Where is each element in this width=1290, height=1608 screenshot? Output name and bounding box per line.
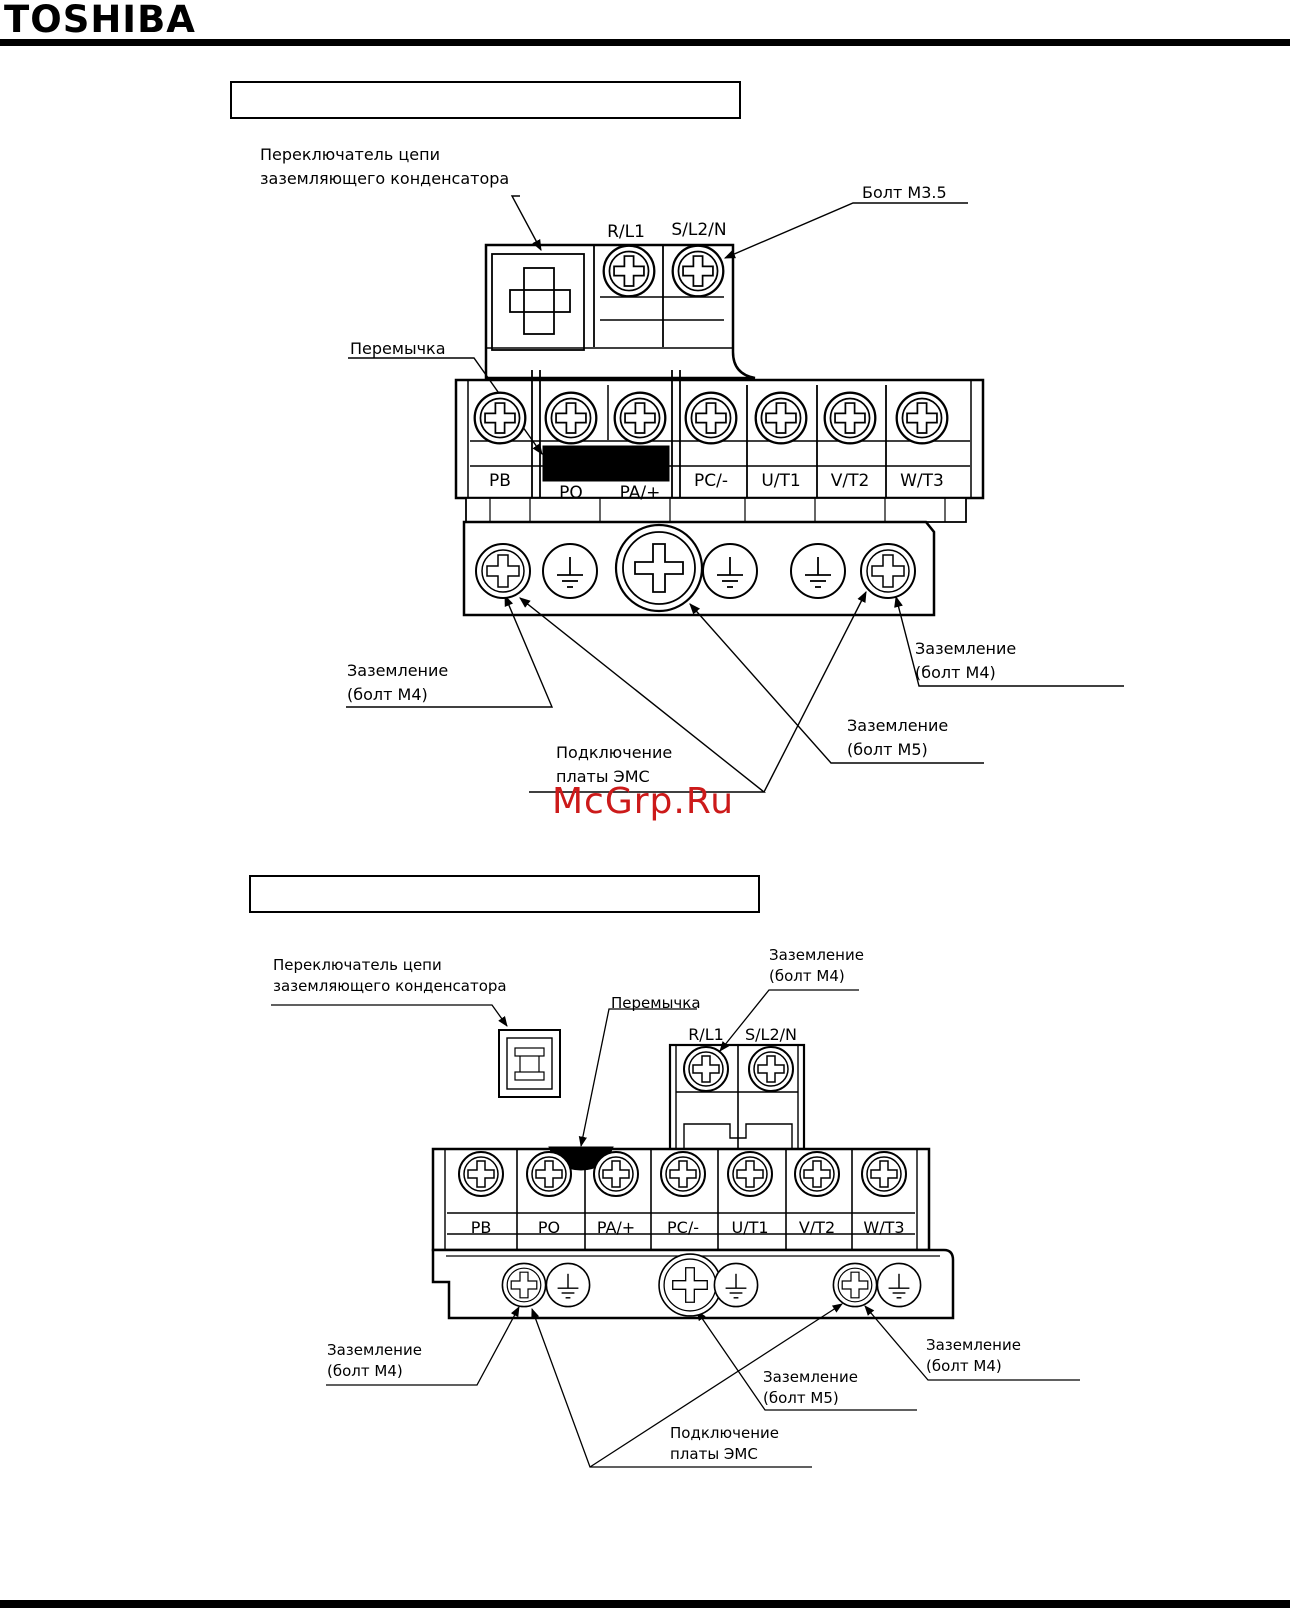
f2-terminal-w-t3: W/T3	[863, 1218, 904, 1237]
f2-output-screw-5	[727, 1151, 773, 1197]
f2-terminal-s-l2-n: S/L2/N	[745, 1025, 797, 1044]
f2-terminal-pb: PB	[471, 1218, 492, 1237]
f1-output-screw-4	[684, 391, 738, 445]
f2-output-screw-7	[861, 1151, 907, 1197]
f1-emc-line1: Подключение	[556, 743, 672, 762]
f1-terminal-w-t3: W/T3	[900, 471, 944, 491]
f1-ground-center-line2: (болт М5)	[847, 740, 928, 759]
f2-emc-line2: платы ЭМС	[670, 1445, 758, 1463]
f1-input-screw-2	[671, 244, 725, 298]
f2-output-screw-3	[593, 1151, 639, 1197]
f1-capacitor-switch-line1: Переключатель цепи	[260, 145, 440, 164]
ground-screw-m4-right	[860, 543, 916, 599]
ground-screw-m4-left	[475, 543, 531, 599]
f2-terminal-pc: PC/-	[667, 1218, 699, 1237]
f2-terminal-r-l1: R/L1	[688, 1025, 724, 1044]
f1-terminal-v-t2: V/T2	[831, 471, 870, 491]
f2-jumper-label: Перемычка	[611, 994, 701, 1012]
f2-terminal-v-t2: V/T2	[799, 1218, 835, 1237]
toshiba-logo: TOSHIBA	[4, 0, 196, 41]
f1-output-screw-1	[473, 391, 527, 445]
f2-emc-line1: Подключение	[670, 1424, 779, 1442]
ground-symbol-icon	[790, 543, 846, 599]
figure2-caption-box	[249, 875, 760, 913]
footer-rule	[0, 1600, 1290, 1608]
ground-symbol-icon	[542, 543, 598, 599]
f2-ground-left-line1: Заземление	[327, 1341, 422, 1359]
ground-screw-m5	[658, 1253, 722, 1317]
f1-ground-left-line1: Заземление	[347, 661, 448, 680]
f1-ground-right-line2: (болт М4)	[915, 663, 996, 682]
ground-symbol-icon	[545, 1262, 591, 1308]
f1-emc-line2: платы ЭМС	[556, 767, 650, 786]
ground-symbol-icon	[702, 543, 758, 599]
f1-capacitor-switch-line2: заземляющего конденсатора	[260, 169, 509, 188]
f1-output-screw-2	[544, 391, 598, 445]
f2-ground-center-line2: (болт М5)	[763, 1389, 839, 1407]
ground-screw-m4-right	[832, 1262, 878, 1308]
f2-output-screw-4	[660, 1151, 706, 1197]
f1-terminal-pb: PB	[489, 471, 511, 491]
f1-terminal-u-t1: U/T1	[761, 471, 800, 491]
figure2-ground-screws	[501, 1253, 922, 1317]
ground-screw-m5	[614, 523, 704, 613]
f2-input-screw-2	[748, 1046, 794, 1092]
ground-symbol-icon	[876, 1262, 922, 1308]
f1-input-screw-1	[602, 244, 656, 298]
f2-terminal-u-t1: U/T1	[731, 1218, 768, 1237]
f2-ground-center-line1: Заземление	[763, 1368, 858, 1386]
f2-ground-top-line2: (болт М4)	[769, 967, 845, 985]
f2-ground-left-line2: (болт М4)	[327, 1362, 403, 1380]
f1-output-screw-3	[613, 391, 667, 445]
f2-terminal-po: PO	[538, 1218, 560, 1237]
f2-capacitor-switch-line2: заземляющего конденсатора	[273, 977, 507, 995]
f1-ground-center-line1: Заземление	[847, 716, 948, 735]
f1-output-screw-7	[895, 391, 949, 445]
f1-output-screw-5	[754, 391, 808, 445]
f1-ground-right-line1: Заземление	[915, 639, 1016, 658]
header-rule	[0, 39, 1290, 46]
ground-screw-m4-left	[501, 1262, 547, 1308]
f2-terminal-pa: PA/+	[597, 1218, 635, 1237]
f1-jumper-label: Перемычка	[350, 339, 446, 358]
f1-output-screw-6	[823, 391, 877, 445]
f2-capacitor-switch-line1: Переключатель цепи	[273, 956, 442, 974]
f2-ground-top-line1: Заземление	[769, 946, 864, 964]
figure1-diagram	[346, 195, 1124, 793]
f1-terminal-pa: PA/+	[620, 483, 661, 503]
f2-output-screw-6	[794, 1151, 840, 1197]
figure1-caption-box	[230, 81, 741, 119]
f1-terminal-s-l2-n: S/L2/N	[671, 220, 726, 240]
f1-ground-left-line2: (болт М4)	[347, 685, 428, 704]
f1-bolt-label: Болт М3.5	[862, 183, 947, 202]
f1-terminal-r-l1: R/L1	[607, 222, 645, 242]
f2-ground-right-line2: (болт М4)	[926, 1357, 1002, 1375]
f2-ground-right-line1: Заземление	[926, 1336, 1021, 1354]
f2-input-screw-1	[683, 1046, 729, 1092]
f1-terminal-pc: PC/-	[694, 471, 728, 491]
watermark: McGrp.Ru	[552, 781, 735, 822]
f2-output-screw-2	[526, 1151, 572, 1197]
ground-symbol-icon	[713, 1262, 759, 1308]
f2-output-screw-1	[458, 1151, 504, 1197]
f1-terminal-po: PO	[559, 483, 583, 503]
